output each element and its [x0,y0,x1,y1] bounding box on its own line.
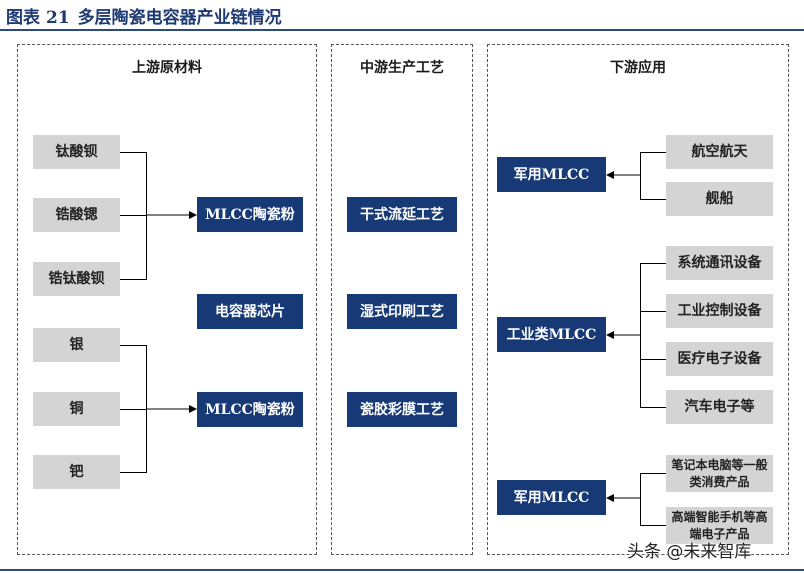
material-box: 锆酸锶 [33,198,120,232]
connector-line [640,152,641,200]
upstream-panel: 上游原材料 [17,44,317,555]
connector-line [640,473,666,474]
process-box: 瓷胶彩膜工艺 [347,392,457,427]
connector-line [640,199,666,200]
bottom-rule [0,569,804,571]
application-item-box: 航空航天 [666,135,773,169]
process-box: 湿式印刷工艺 [347,294,457,329]
connector-line [120,472,147,473]
application-category-box: 工业类MLCC [497,317,606,352]
application-item-box: 舰船 [666,182,773,216]
connector-line [640,152,666,153]
application-item-box: 工业控制设备 [666,294,773,328]
application-item-box: 高端智能手机等高端电子产品 [666,507,773,544]
connector-line [120,409,147,410]
application-item-box: 汽车电子等 [666,390,773,424]
material-box: 银 [33,328,120,362]
application-category-box: 军用MLCC [497,157,606,192]
connector-line [640,263,641,408]
watermark: 头条 @未来智库 [627,542,752,562]
application-category-box: 军用MLCC [497,480,606,515]
connector-line [640,407,666,408]
connector-line [146,152,147,280]
product-box: MLCC陶瓷粉 [197,392,303,427]
connector-line [120,215,147,216]
midstream-panel: 中游生产工艺 [331,44,473,555]
downstream-title: 下游应用 [610,60,666,76]
material-box: 钯 [33,455,120,489]
process-box: 干式流延工艺 [347,197,457,232]
downstream-panel: 下游应用 [487,44,789,555]
connector-line [640,311,666,312]
midstream-title: 中游生产工艺 [360,60,444,76]
material-box: 钛酸钡 [33,135,120,169]
figure-label: 图表 [6,8,40,28]
application-item-box: 笔记本电脑等一般类消费产品 [666,455,773,492]
material-box: 锆钛酸钡 [33,262,120,296]
connector-line [120,345,147,346]
connector-line [640,359,666,360]
connector-line [146,345,147,473]
product-box: MLCC陶瓷粉 [197,197,303,232]
connector-line [640,473,641,526]
application-item-box: 医疗电子设备 [666,342,773,376]
chip-box: 电容器芯片 [197,294,303,329]
connector-line [120,152,147,153]
material-box: 铜 [33,392,120,426]
top-rule [0,29,804,31]
figure-caption: 多层陶瓷电容器产业链情况 [77,8,282,28]
connector-line [120,279,147,280]
connector-line [640,525,666,526]
figure-number: 21 [46,8,70,28]
upstream-title: 上游原材料 [132,60,202,76]
application-item-box: 系统通讯设备 [666,246,773,280]
figure-title: 图表 21 多层陶瓷电容器产业链情况 [6,3,282,28]
connector-line [640,263,666,264]
